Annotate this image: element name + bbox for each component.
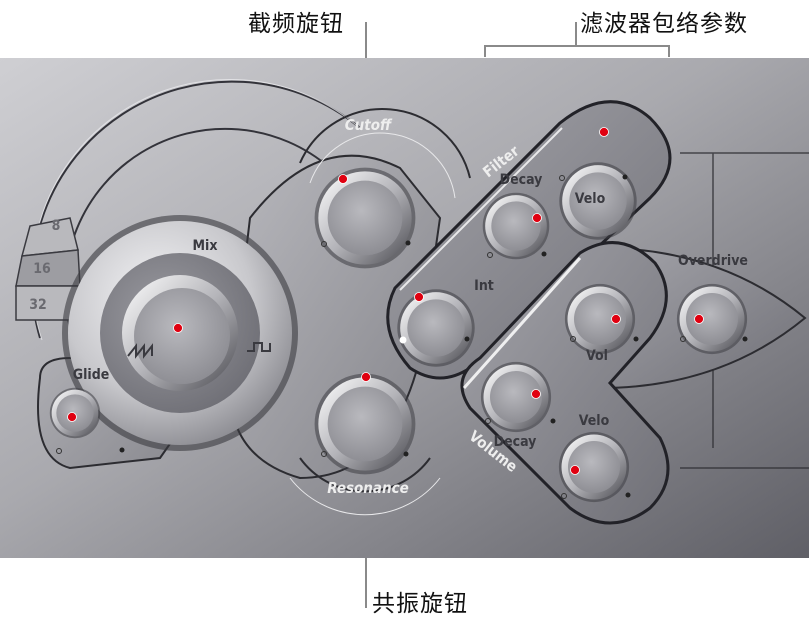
volume-velo-knob[interactable]: [558, 431, 630, 503]
volume-vol-knob[interactable]: [564, 283, 636, 355]
filter-int-label: Int: [474, 278, 494, 294]
glide-knob[interactable]: [49, 387, 101, 439]
cutoff-knob[interactable]: [314, 167, 416, 269]
octave-32[interactable]: 32: [29, 297, 47, 313]
mix-label: Mix: [193, 238, 218, 254]
bracket-left-tick: [484, 45, 486, 57]
resonance-knob[interactable]: [314, 373, 416, 475]
filter-int-indicator: [414, 292, 424, 302]
filter-int-knob[interactable]: [397, 289, 475, 367]
octave-8[interactable]: 8: [52, 218, 61, 234]
synth-panel: 8 16 32 Cutoff Resonance Mix Glide Fil: [0, 58, 809, 558]
volume-vol-indicator: [611, 314, 621, 324]
sawtooth-wave-icon: [127, 343, 153, 359]
overdrive-knob[interactable]: [676, 283, 748, 355]
callout-filter-envelope-bracket: [484, 45, 670, 47]
cutoff-indicator: [338, 174, 348, 184]
square-wave-icon: [247, 342, 271, 352]
volume-velo-indicator: [570, 465, 580, 475]
filter-decay-label: Decay: [500, 172, 543, 188]
callout-resonance-knob: 共振旋钮: [372, 591, 468, 617]
filter-decay-knob[interactable]: [482, 192, 550, 260]
octave-16[interactable]: 16: [33, 261, 51, 277]
overdrive-label: Overdrive: [678, 253, 748, 269]
bracket-right-tick: [668, 45, 670, 57]
volume-decay-knob[interactable]: [480, 361, 552, 433]
volume-vol-label: Vol: [586, 348, 608, 364]
volume-decay-indicator: [531, 389, 541, 399]
callout-cutoff-knob: 截频旋钮: [248, 11, 344, 37]
filter-velo-label: Velo: [575, 191, 606, 207]
resonance-indicator: [361, 372, 371, 382]
callout-filter-envelope: 滤波器包络参数: [580, 11, 748, 37]
volume-velo-label: Velo: [579, 413, 610, 429]
volume-decay-label: Decay: [494, 434, 537, 450]
resonance-label: Resonance: [327, 479, 409, 497]
glide-label: Glide: [73, 367, 110, 383]
callout-filter-envelope-leader: [575, 22, 577, 46]
mix-knob[interactable]: [62, 215, 298, 451]
cutoff-label: Cutoff: [345, 116, 393, 134]
glide-indicator: [67, 412, 77, 422]
filter-decay-indicator: [532, 213, 542, 223]
filter-velo-indicator: [599, 127, 609, 137]
overdrive-indicator: [694, 314, 704, 324]
